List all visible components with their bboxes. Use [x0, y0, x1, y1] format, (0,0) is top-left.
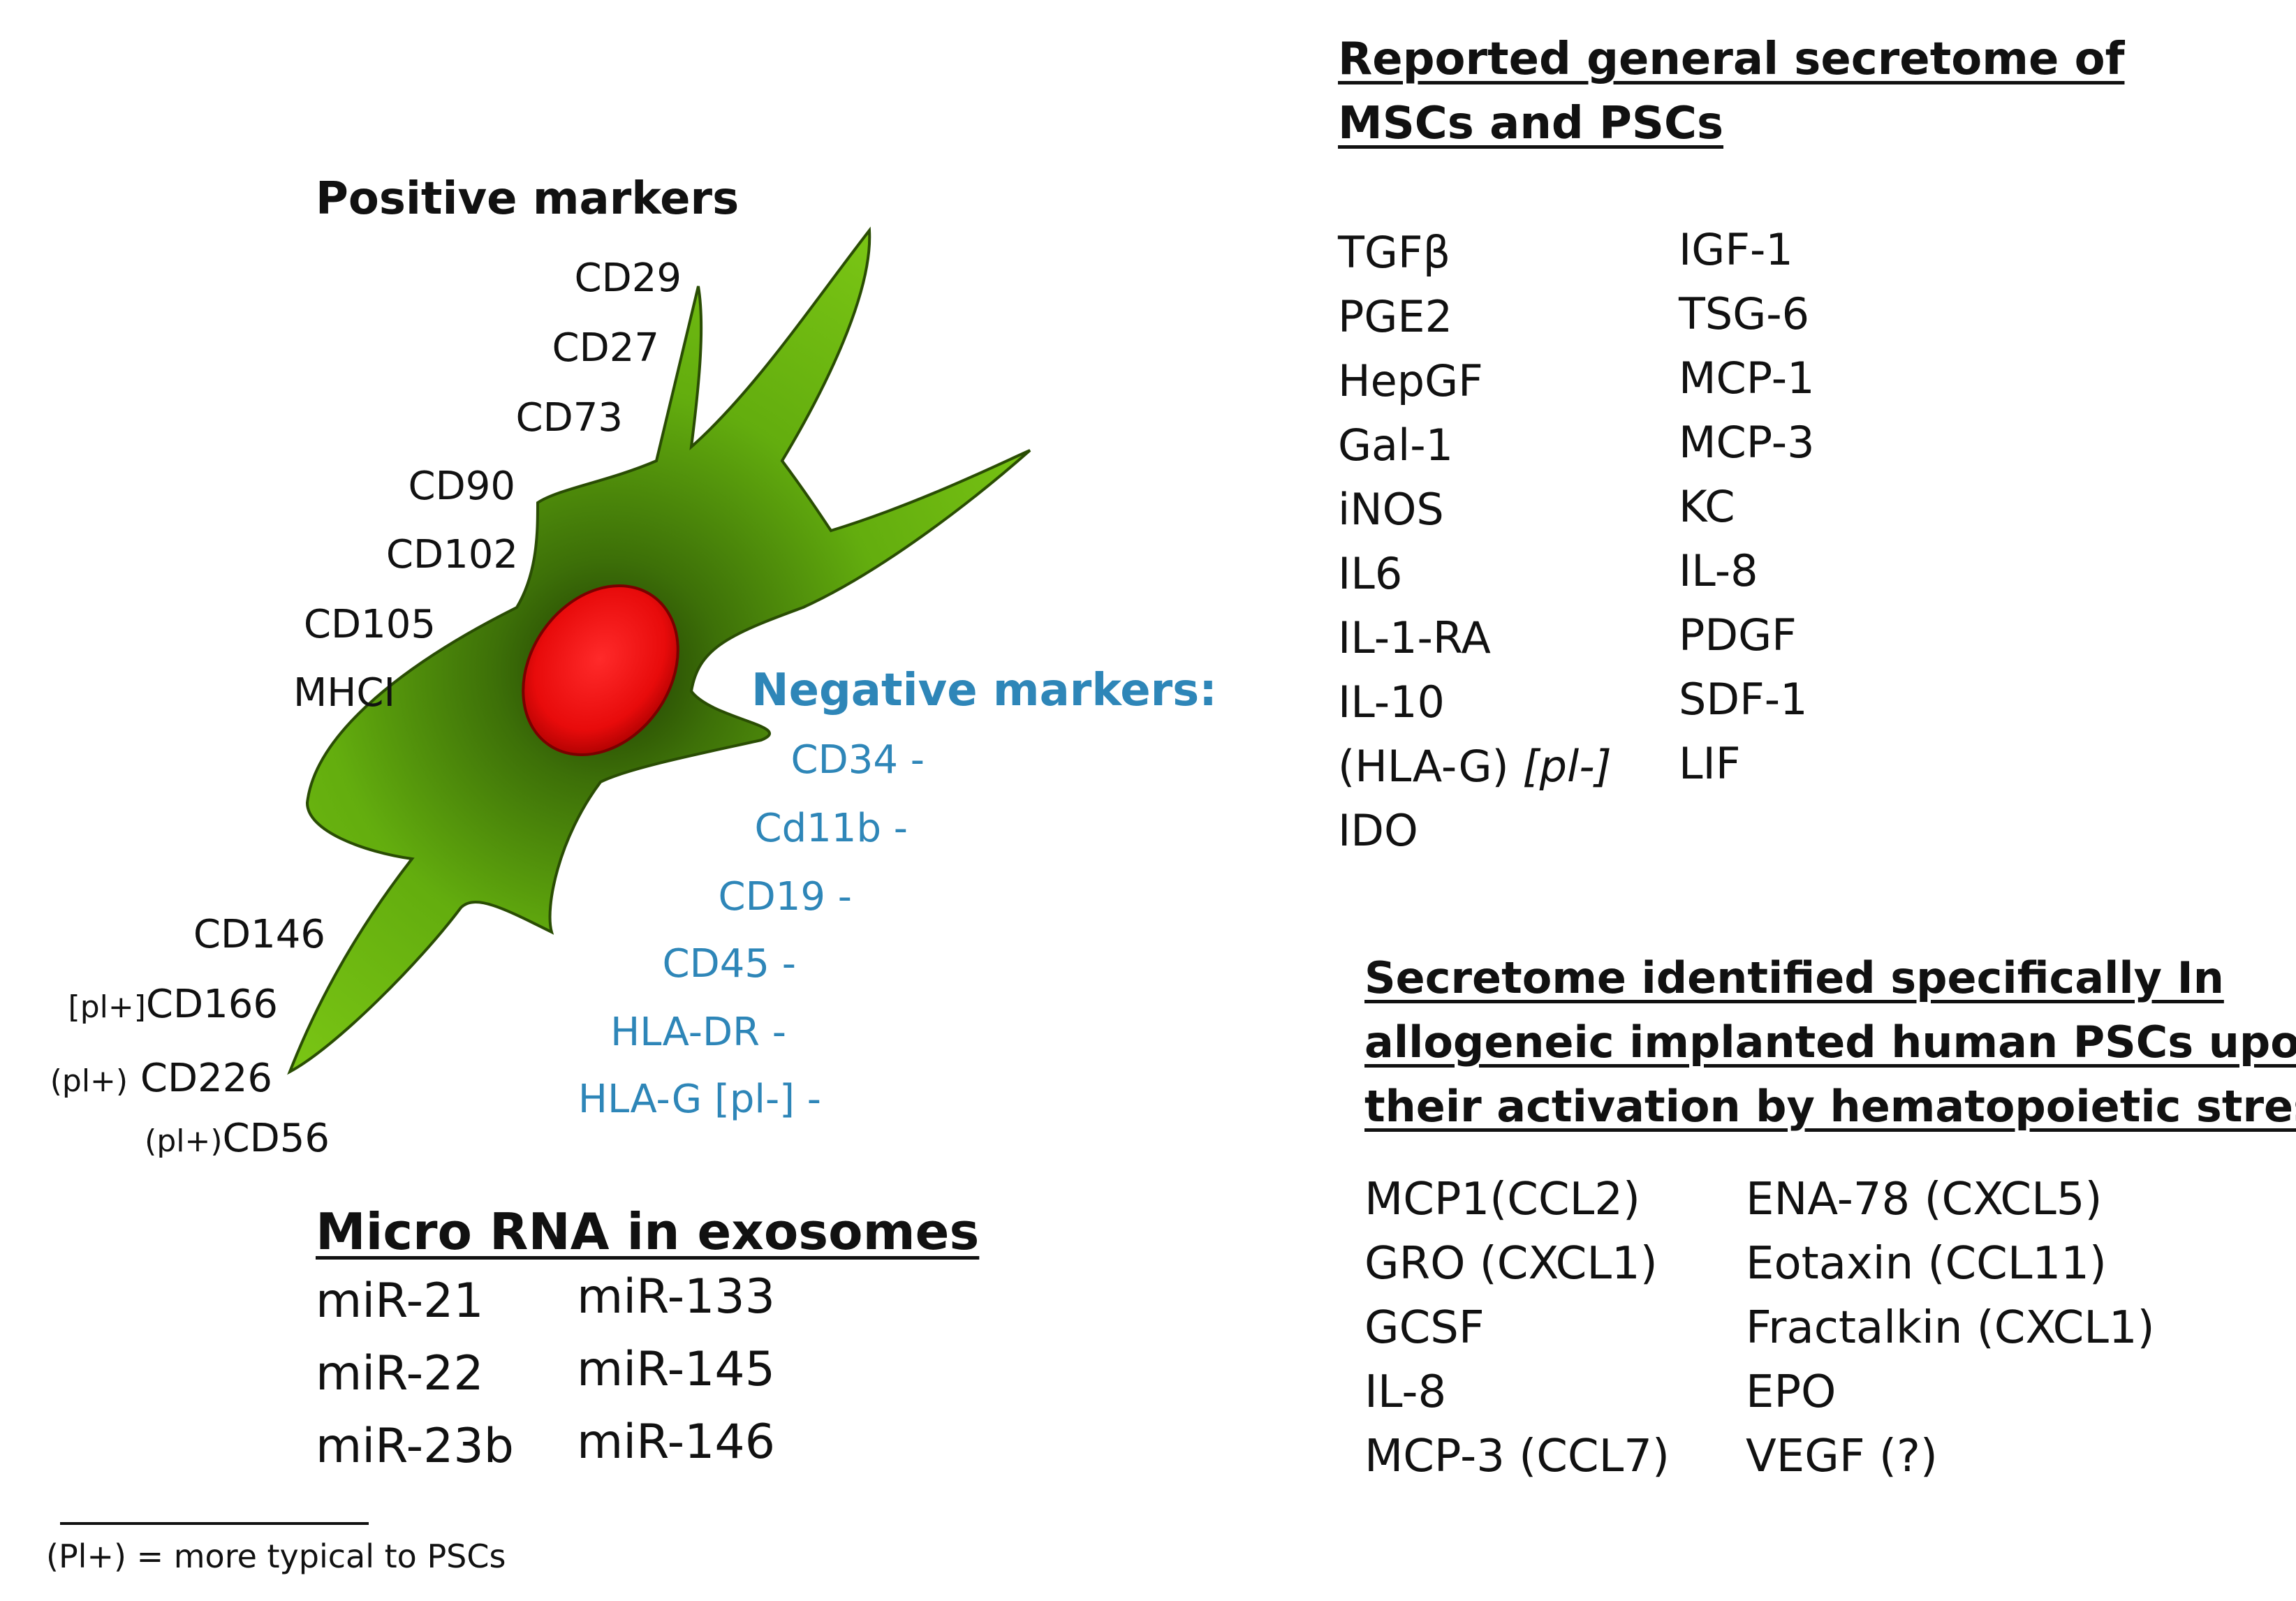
marker-hla-dr: HLA-DR - [610, 1010, 786, 1055]
secretome-item: iNOS [1338, 484, 1444, 535]
specific-item: Fractalkin (CXCL1) [1746, 1302, 2155, 1354]
secretome-item: SDF-1 [1679, 674, 1808, 725]
cd166-label: CD166 [145, 982, 278, 1027]
cd226-prefix: (pl+) [50, 1063, 128, 1099]
microrna-title: Micro RNA in exosomes [316, 1202, 980, 1261]
general-secretome-col1: TGFβ PGE2 HepGF Gal-1 iNOS IL6 IL-1-RA I… [1338, 221, 1612, 863]
specific-item: GRO (CXCL1) [1364, 1238, 1658, 1290]
secretome-item: TSG-6 [1679, 288, 1810, 339]
specific-item: ENA-78 (CXCL5) [1746, 1174, 2103, 1225]
secretome-item: HepGF [1338, 355, 1483, 406]
specific-item: MCP-3 (CCL7) [1364, 1431, 1670, 1482]
microrna-item: miR-145 [577, 1342, 775, 1397]
marker-cd34: CD34 - [790, 737, 925, 783]
microrna-item: miR-21 [316, 1274, 484, 1329]
specific-item: VEGF (?) [1746, 1431, 1938, 1482]
marker-hla-g: HLA-G [pl-] - [577, 1077, 821, 1122]
negative-markers-title: Negative markers: [751, 665, 1217, 716]
microrna-item: miR-23b [316, 1419, 514, 1474]
secretome-item: MCP-3 [1679, 417, 1815, 468]
marker-cd102: CD102 [385, 532, 518, 577]
marker-cd105: CD105 [303, 602, 436, 647]
secretome-item: IL-8 [1679, 545, 1758, 596]
microrna-item: miR-22 [316, 1346, 484, 1401]
general-secretome-title-1: Reported general secretome of [1338, 34, 2125, 85]
positive-markers-title: Positive markers [316, 173, 739, 225]
cd166-prefix: [pl+] [68, 989, 146, 1025]
marker-cd19: CD19 - [718, 874, 853, 920]
microrna-col1: miR-21 miR-22 miR-23b [316, 1265, 514, 1483]
secretome-item: KC [1679, 481, 1735, 532]
specific-item: Eotaxin (CCL11) [1746, 1238, 2107, 1290]
microrna-item: miR-146 [577, 1415, 775, 1470]
general-secretome-col2: IGF-1 TSG-6 MCP-1 MCP-3 KC IL-8 PDGF SDF… [1679, 218, 1815, 796]
microrna-item: miR-133 [577, 1269, 775, 1325]
footnote: (Pl+) = more typical to PSCs [46, 1537, 506, 1575]
cd226-label: CD226 [128, 1056, 272, 1101]
general-secretome-title-2: MSCs and PSCs [1338, 98, 1724, 149]
secretome-item: IDO [1338, 805, 1418, 856]
hla-g-note: [pl-] [1522, 741, 1612, 792]
marker-cd90: CD90 [408, 464, 515, 509]
marker-cd11b: Cd11b - [754, 806, 908, 851]
footnote-rule [60, 1522, 369, 1525]
marker-cd146: CD146 [193, 912, 325, 957]
marker-cd45: CD45 - [662, 941, 797, 987]
specific-item: IL-8 [1364, 1366, 1447, 1418]
secretome-item: LIF [1679, 738, 1741, 789]
secretome-item: Gal-1 [1338, 420, 1454, 471]
cd56-prefix: (pl+) [145, 1123, 223, 1159]
marker-cd166: [pl+]CD166 [68, 982, 278, 1027]
secretome-item: PDGF [1679, 610, 1797, 661]
marker-cd27: CD27 [552, 325, 659, 371]
specific-secretome-col2: ENA-78 (CXCL5) Eotaxin (CCL11) Fractalki… [1746, 1167, 2155, 1489]
secretome-item: IGF-1 [1679, 224, 1793, 275]
specific-item: GCSF [1364, 1302, 1485, 1354]
secretome-item: IL6 [1338, 548, 1403, 599]
specific-secretome-col1: MCP1(CCL2) GRO (CXCL1) GCSF IL-8 MCP-3 (… [1364, 1167, 1670, 1489]
specific-secretome-title-2: allogeneic implanted human PSCs upon [1364, 1017, 2296, 1068]
specific-item: EPO [1746, 1366, 1837, 1418]
specific-secretome-title-3: their activation by hematopoietic stress [1364, 1081, 2296, 1132]
marker-cd226: (pl+) CD226 [50, 1056, 272, 1101]
marker-mhci: MHCI [293, 670, 395, 716]
specific-item: MCP1(CCL2) [1364, 1174, 1640, 1225]
cell-nucleus [522, 584, 679, 756]
secretome-item-hla-g: (HLA-G) [pl-] [1338, 735, 1612, 799]
microrna-col2: miR-133 miR-145 miR-146 [577, 1261, 775, 1479]
specific-secretome-title-1: Secretome identified specifically In [1364, 952, 2224, 1003]
marker-cd73: CD73 [515, 395, 623, 441]
secretome-item: IL-10 [1338, 677, 1445, 728]
secretome-item: PGE2 [1338, 291, 1453, 342]
hla-g-label: (HLA-G) [1338, 741, 1523, 792]
marker-cd29: CD29 [574, 256, 682, 301]
marker-cd56: (pl+)CD56 [145, 1116, 330, 1161]
secretome-item: IL-1-RA [1338, 612, 1491, 663]
secretome-item: TGFβ [1338, 227, 1451, 278]
cd56-label: CD56 [222, 1116, 330, 1161]
secretome-item: MCP-1 [1679, 353, 1815, 404]
